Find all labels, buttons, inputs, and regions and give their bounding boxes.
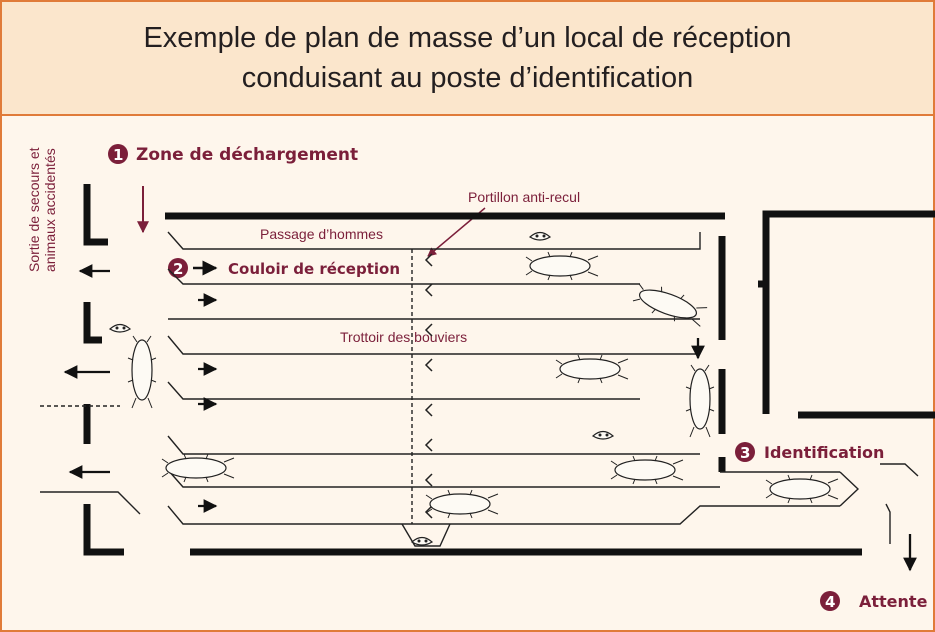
attente-label: Attente xyxy=(859,592,928,611)
anti-recul-gates xyxy=(424,253,433,519)
badge-4 xyxy=(820,591,840,611)
portillon-label: Portillon anti-recul xyxy=(468,189,580,205)
side-exit-label-line2: animaux accidentés xyxy=(42,148,58,272)
trottoir-label: Trottoir des bouviers xyxy=(340,329,467,345)
badge-3-text: 3 xyxy=(740,444,750,462)
badge-3 xyxy=(735,442,755,462)
lanes xyxy=(40,231,919,547)
animals xyxy=(109,231,839,546)
couloir-label: Couloir de réception xyxy=(228,260,400,278)
header-title-line2: conduisant au poste d’identification xyxy=(241,62,694,94)
badge-1 xyxy=(108,144,128,164)
identification-label: Identification xyxy=(764,443,884,462)
zone-label: Zone de déchargement xyxy=(136,145,358,165)
site-plan: Sortie de secours et animaux accidentés … xyxy=(26,144,935,611)
badge-1-text: 1 xyxy=(113,146,123,164)
walls xyxy=(83,184,935,556)
figure-header: Exemple de plan de masse d’un local de r… xyxy=(2,2,933,116)
passage-label: Passage d’hommes xyxy=(260,226,383,242)
badge-4-text: 4 xyxy=(825,593,835,611)
header-title-line1: Exemple de plan de masse d’un local de r… xyxy=(143,22,792,54)
badge-2 xyxy=(168,258,188,278)
badge-2-text: 2 xyxy=(173,260,183,278)
side-exit-label-line1: Sortie de secours et xyxy=(26,147,42,272)
flow-arrows xyxy=(63,264,917,572)
